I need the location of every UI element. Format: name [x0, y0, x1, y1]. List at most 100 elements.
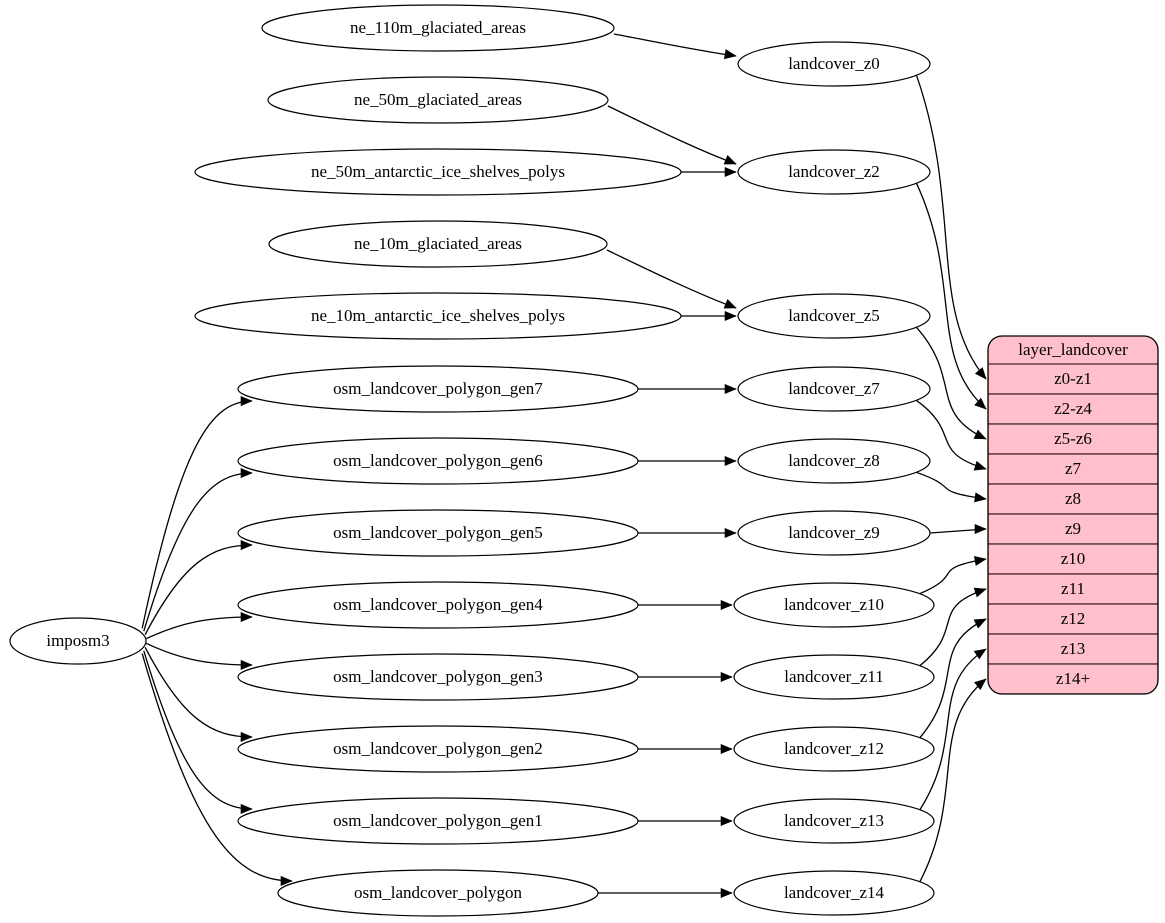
arrow-head — [240, 612, 253, 623]
table-cell-z14+: z14+ — [1056, 669, 1090, 688]
node-osm_landcover_polygon_gen7[interactable]: osm_landcover_polygon_gen7 — [237, 365, 639, 413]
node-label-osm_landcover_polygon_gen6: osm_landcover_polygon_gen6 — [333, 451, 543, 470]
edge-imposm3-to-osm_landcover_polygon_gen6 — [143, 468, 253, 632]
edge-imposm3-to-osm_landcover_polygon_gen3 — [145, 642, 253, 670]
node-osm_landcover_polygon_gen6[interactable]: osm_landcover_polygon_gen6 — [237, 437, 639, 485]
edge-line — [916, 327, 987, 440]
node-label-osm_landcover_polygon: osm_landcover_polygon — [354, 883, 523, 902]
arrow-head — [973, 618, 987, 629]
edge-line — [613, 33, 737, 57]
node-osm_landcover_polygon_gen2[interactable]: osm_landcover_polygon_gen2 — [237, 725, 639, 773]
node-ne_50m_antarctic_ice_shelves_polys[interactable]: ne_50m_antarctic_ice_shelves_polys — [194, 148, 682, 196]
edge-landcover_z0-to-table-z0-z1 — [915, 75, 987, 380]
edge-osm_landcover_polygon-to-landcover_z14 — [598, 887, 733, 899]
node-osm_landcover_polygon_gen3[interactable]: osm_landcover_polygon_gen3 — [237, 653, 639, 701]
table-row-z9[interactable] — [988, 513, 1158, 545]
table-row-z5-z6[interactable] — [988, 423, 1158, 455]
arrow-head — [974, 492, 987, 503]
node-landcover_z13[interactable]: landcover_z13 — [733, 798, 935, 844]
arrow-head — [280, 875, 293, 887]
node-label-osm_landcover_polygon_gen4: osm_landcover_polygon_gen4 — [333, 595, 543, 614]
arrow-head — [720, 671, 733, 683]
node-label-imposm3: imposm3 — [46, 631, 109, 650]
node-label-landcover_z12: landcover_z12 — [784, 739, 884, 758]
edge-line — [916, 399, 987, 470]
edge-line — [919, 618, 987, 738]
node-landcover_z10[interactable]: landcover_z10 — [733, 582, 935, 628]
edge-landcover_z13-to-table-z13 — [919, 648, 987, 810]
edge-osm_landcover_polygon_gen4-to-landcover_z10 — [638, 599, 733, 611]
arrow-head — [974, 397, 987, 410]
node-landcover_z7[interactable]: landcover_z7 — [737, 366, 931, 412]
node-label-osm_landcover_polygon_gen1: osm_landcover_polygon_gen1 — [333, 811, 543, 830]
edge-imposm3-to-osm_landcover_polygon_gen2 — [144, 646, 253, 742]
edges-layer — [141, 33, 987, 899]
node-label-landcover_z10: landcover_z10 — [784, 595, 884, 614]
node-shape-osm_landcover_polygon_gen1 — [237, 797, 639, 845]
table-cell-z8: z8 — [1065, 489, 1081, 508]
node-osm_landcover_polygon_gen4[interactable]: osm_landcover_polygon_gen4 — [237, 581, 639, 629]
edge-ne_10m_glaciated_areas-to-landcover_z5 — [606, 249, 737, 309]
node-landcover_z9[interactable]: landcover_z9 — [737, 510, 931, 556]
node-shape-ne_50m_antarctic_ice_shelves_polys — [194, 148, 682, 196]
arrow-head — [724, 527, 737, 539]
edge-line — [143, 650, 253, 810]
node-landcover_z8[interactable]: landcover_z8 — [737, 438, 931, 484]
node-landcover_z11[interactable]: landcover_z11 — [733, 654, 935, 700]
edge-landcover_z7-to-table-z7 — [916, 399, 987, 471]
node-label-ne_50m_antarctic_ice_shelves_polys: ne_50m_antarctic_ice_shelves_polys — [311, 162, 565, 181]
node-ne_10m_glaciated_areas[interactable]: ne_10m_glaciated_areas — [268, 220, 608, 268]
node-shape-landcover_z7 — [737, 366, 931, 412]
node-osm_landcover_polygon[interactable]: osm_landcover_polygon — [277, 869, 599, 917]
node-shape-osm_landcover_polygon_gen6 — [237, 437, 639, 485]
table-row-z12[interactable] — [988, 603, 1158, 635]
node-shape-landcover_z12 — [733, 726, 935, 772]
node-ne_110m_glaciated_areas[interactable]: ne_110m_glaciated_areas — [261, 4, 615, 52]
arrow-head — [974, 367, 987, 380]
node-landcover_z14[interactable]: landcover_z14 — [733, 870, 935, 916]
node-shape-landcover_z5 — [737, 293, 931, 339]
edge-imposm3-to-osm_landcover_polygon_gen4 — [145, 612, 253, 640]
node-imposm3[interactable]: imposm3 — [9, 617, 147, 665]
node-landcover_z0[interactable]: landcover_z0 — [737, 41, 931, 87]
edge-line — [606, 249, 737, 309]
edge-line — [144, 646, 253, 738]
edge-landcover_z8-to-table-z8 — [916, 471, 987, 503]
node-shape-osm_landcover_polygon_gen2 — [237, 725, 639, 773]
node-label-landcover_z8: landcover_z8 — [788, 451, 880, 470]
node-landcover_z2[interactable]: landcover_z2 — [737, 149, 931, 195]
table-row-z14+[interactable] — [988, 663, 1158, 694]
node-shape-osm_landcover_polygon_gen5 — [237, 509, 639, 557]
edge-landcover_z5-to-table-z5-z6 — [916, 327, 987, 440]
table-cell-z13: z13 — [1061, 639, 1086, 658]
table-cell-z9: z9 — [1065, 519, 1081, 538]
edge-line — [916, 471, 987, 500]
arrow-head — [974, 555, 987, 566]
table-header-cell — [988, 336, 1158, 364]
node-osm_landcover_polygon_gen1[interactable]: osm_landcover_polygon_gen1 — [237, 797, 639, 845]
edge-line — [607, 105, 737, 165]
node-shape-ne_110m_glaciated_areas — [261, 4, 615, 52]
edge-line — [145, 616, 253, 640]
arrow-head — [724, 455, 737, 467]
edge-osm_landcover_polygon_gen3-to-landcover_z11 — [638, 671, 733, 683]
table-row-z8[interactable] — [988, 483, 1158, 515]
node-landcover_z5[interactable]: landcover_z5 — [737, 293, 931, 339]
edge-landcover_z11-to-table-z11 — [919, 587, 987, 667]
edge-line — [919, 588, 987, 667]
edge-line — [141, 400, 253, 629]
arrow-head — [240, 540, 253, 551]
node-shape-landcover_z14 — [733, 870, 935, 916]
arrow-head — [240, 659, 253, 670]
node-landcover_z12[interactable]: landcover_z12 — [733, 726, 935, 772]
node-label-landcover_z7: landcover_z7 — [788, 379, 880, 398]
node-ne_10m_antarctic_ice_shelves_polys[interactable]: ne_10m_antarctic_ice_shelves_polys — [194, 292, 682, 340]
edge-imposm3-to-osm_landcover_polygon_gen1 — [143, 650, 253, 814]
edge-line — [145, 642, 253, 666]
node-osm_landcover_polygon_gen5[interactable]: osm_landcover_polygon_gen5 — [237, 509, 639, 557]
edge-osm_landcover_polygon_gen1-to-landcover_z13 — [638, 815, 733, 827]
arrow-head — [240, 396, 253, 407]
node-ne_50m_glaciated_areas[interactable]: ne_50m_glaciated_areas — [267, 76, 609, 124]
table-row-z10[interactable] — [988, 543, 1158, 575]
